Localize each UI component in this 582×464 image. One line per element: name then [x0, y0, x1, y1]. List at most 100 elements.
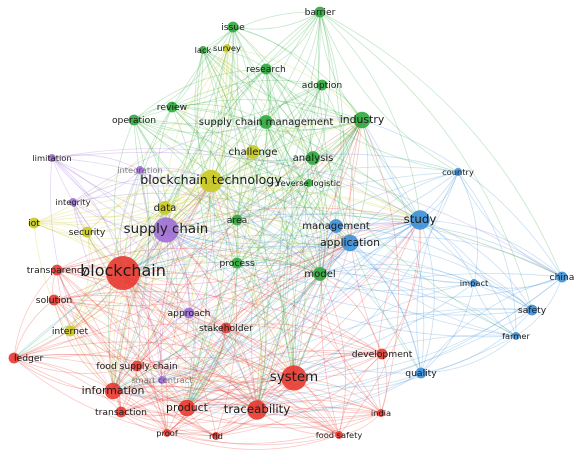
node-internet[interactable] — [64, 325, 76, 337]
node-development[interactable] — [376, 348, 388, 360]
node-traceability[interactable] — [247, 400, 267, 420]
node-management[interactable] — [329, 219, 343, 233]
node-transparency[interactable] — [51, 264, 63, 276]
node-model[interactable] — [313, 267, 327, 281]
node-china[interactable] — [556, 271, 568, 283]
node-analysis[interactable] — [306, 151, 320, 165]
node-study[interactable] — [410, 210, 430, 230]
link-impact-blockchain — [122, 245, 475, 284]
node-impact[interactable] — [470, 279, 478, 287]
node-safety[interactable] — [526, 304, 538, 316]
link-operation-model — [133, 119, 321, 275]
node-label-transaction: transaction — [95, 407, 147, 418]
node-product[interactable] — [178, 399, 196, 417]
node-smart-contract[interactable] — [158, 376, 166, 384]
link-proof-blockchain-technology — [160, 180, 212, 434]
node-label-india: india — [371, 408, 391, 418]
link-area-reverse-logistic — [236, 182, 310, 221]
node-issue[interactable] — [227, 21, 239, 33]
link-security-industry — [86, 119, 363, 233]
link-barrier-supply-chain-management — [265, 11, 321, 123]
node-label-rfid: rfid — [209, 431, 223, 441]
link-industry-application — [349, 119, 369, 244]
link-research-review — [171, 68, 267, 108]
node-application[interactable] — [341, 234, 359, 252]
node-review[interactable] — [166, 101, 178, 113]
link-safety-quality — [420, 309, 533, 374]
link-study-product — [186, 219, 421, 409]
node-country[interactable] — [454, 168, 462, 176]
link-transaction-rfid — [120, 410, 217, 437]
link-transaction-system — [120, 377, 295, 416]
node-quality[interactable] — [415, 367, 427, 379]
node-supply-chain[interactable] — [153, 217, 179, 243]
node-label-solution: solution — [36, 295, 73, 306]
link-supply-chain-management-operation — [133, 119, 267, 134]
link-issue-ledger — [13, 26, 234, 359]
node-blockchain-technology[interactable] — [199, 169, 223, 193]
node-solution[interactable] — [48, 294, 60, 306]
link-food-supply-chain-solution — [53, 299, 138, 367]
node-research[interactable] — [260, 63, 272, 75]
node-lack[interactable] — [199, 46, 207, 54]
link-limitation-traceability — [51, 157, 258, 411]
node-information[interactable] — [104, 382, 122, 400]
node-data[interactable] — [158, 201, 172, 215]
node-label-china: china — [550, 272, 575, 283]
node-challenge[interactable] — [246, 145, 260, 159]
link-operation-information — [112, 119, 150, 392]
link-india-model — [319, 273, 382, 414]
link-supply-chain-model — [165, 229, 321, 275]
link-ledger-solution — [13, 299, 55, 359]
node-ledger[interactable] — [8, 352, 20, 364]
link-transaction-india — [120, 388, 382, 414]
node-system[interactable] — [281, 365, 307, 391]
node-approach[interactable] — [183, 307, 195, 319]
link-india-industry — [361, 119, 400, 414]
link-ledger-transaction — [13, 357, 122, 413]
node-farmer[interactable] — [512, 332, 520, 340]
node-stakeholder[interactable] — [220, 322, 232, 334]
node-label-data: data — [154, 203, 177, 214]
node-adoption[interactable] — [316, 79, 328, 91]
link-model-product — [186, 273, 321, 409]
node-transaction[interactable] — [115, 406, 127, 418]
node-label-survey: survey — [213, 43, 241, 53]
node-integration[interactable] — [136, 166, 144, 174]
link-impact-safety — [473, 282, 533, 311]
node-reverse-logistic[interactable] — [305, 179, 313, 187]
node-iot[interactable] — [28, 217, 40, 229]
node-food-safety[interactable] — [335, 431, 343, 439]
node-label-integration: integration — [117, 165, 163, 175]
link-industry-system — [291, 119, 363, 379]
link-analysis-study — [312, 157, 421, 221]
node-india[interactable] — [377, 409, 385, 417]
node-barrier[interactable] — [314, 6, 326, 18]
link-proof-study — [166, 219, 421, 434]
link-rfid-food-supply-chain — [136, 365, 217, 437]
link-integration-study — [139, 169, 421, 227]
node-process[interactable] — [231, 257, 243, 269]
node-layer — [8, 6, 568, 440]
node-industry[interactable] — [353, 111, 371, 129]
link-rfid-food-safety — [215, 424, 340, 437]
node-integrity[interactable] — [69, 198, 77, 206]
node-limitation[interactable] — [48, 154, 56, 162]
node-survey[interactable] — [223, 44, 231, 52]
node-food-supply-chain[interactable] — [131, 360, 143, 372]
node-label-approach: approach — [168, 308, 211, 319]
link-supply-chain-smart-contract — [161, 229, 178, 381]
link-security-challenge — [86, 151, 254, 233]
link-lack-blockchain — [122, 49, 204, 274]
link-limitation-information — [50, 157, 114, 392]
link-integration-information — [112, 169, 150, 392]
link-operation-traceability — [133, 119, 258, 411]
node-operation[interactable] — [128, 114, 140, 126]
node-supply-chain-management[interactable] — [259, 115, 273, 129]
node-proof[interactable] — [163, 429, 171, 437]
node-blockchain[interactable] — [106, 256, 140, 290]
link-supply-chain-management-area — [236, 121, 267, 221]
node-area[interactable] — [231, 214, 243, 226]
node-security[interactable] — [81, 226, 93, 238]
node-rfid[interactable] — [212, 432, 220, 440]
